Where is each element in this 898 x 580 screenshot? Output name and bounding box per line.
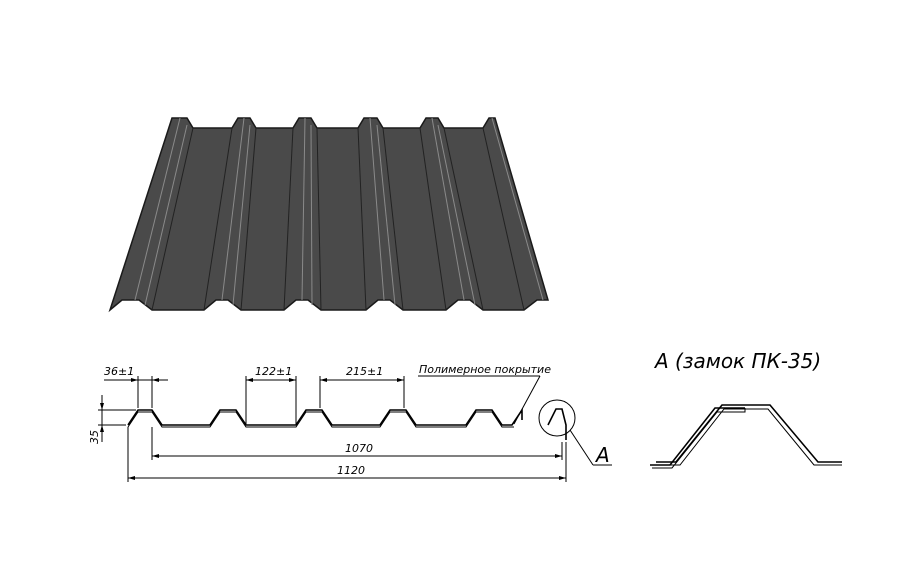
dim-working-width: 1070 xyxy=(345,442,373,455)
lock-detail: A (замок ПК-35) xyxy=(650,349,842,469)
dim-rib-top: 36±1 xyxy=(104,365,134,378)
dim-gap-top: 122±1 xyxy=(255,365,292,378)
dim-total-width: 1120 xyxy=(337,464,365,477)
dim-pitch: 215±1 xyxy=(346,365,383,378)
detail-title: A (замок ПК-35) xyxy=(653,349,821,373)
dim-height: 35 xyxy=(88,430,101,444)
profile-line xyxy=(127,407,523,426)
profile-section: A Полимерное покрытие 36±1 122±1 215±1 3… xyxy=(88,363,612,482)
detail-circle xyxy=(538,399,576,437)
detail-ref-label: A xyxy=(594,443,610,467)
coating-label: Полимерное покрытие xyxy=(419,363,551,376)
sheet-body xyxy=(108,117,549,313)
sheet-3d-view xyxy=(108,117,549,313)
